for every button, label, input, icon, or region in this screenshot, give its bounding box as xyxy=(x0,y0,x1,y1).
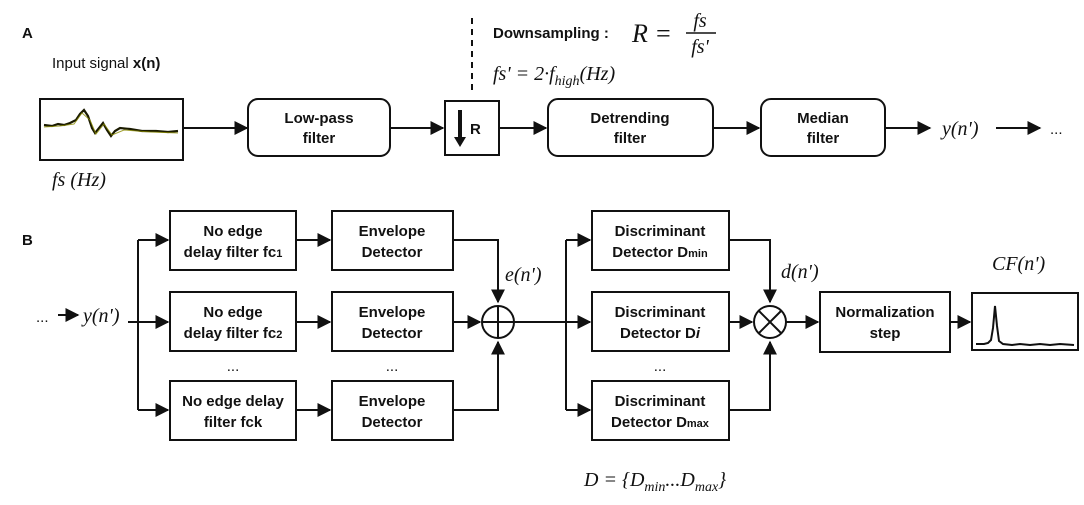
median-filter-box xyxy=(760,98,886,157)
input-ellipsis: ... xyxy=(36,309,49,326)
arrow-envk-to-sum xyxy=(453,340,505,411)
fs-hz-label: fs (Hz) xyxy=(52,169,106,191)
detrending-filter-box xyxy=(547,98,714,157)
down-arrow-head-icon xyxy=(454,137,466,147)
input-y-label: y(n') xyxy=(81,305,120,327)
disc-min-label-line2: Detector Dmin xyxy=(612,244,708,261)
input-signal-label: Input signal x(n) xyxy=(52,55,160,72)
envelope2-label-line1: Envelope xyxy=(359,304,426,321)
d-set-equation: D = {Dmin...Dmax} xyxy=(583,469,726,495)
disc-max-label-line2: Detector Dmax xyxy=(611,414,710,431)
summing-junction-icon xyxy=(481,305,515,339)
detrending-label-line1: Detrending xyxy=(590,110,669,127)
envelope2-label-line2: Detector xyxy=(362,325,423,342)
arrow-disc3-to-product xyxy=(729,340,777,411)
input-signal-thumbnail xyxy=(39,98,184,161)
panel-a-label: A xyxy=(22,25,33,42)
disc-max-box xyxy=(591,380,730,441)
downsample-box xyxy=(444,100,500,156)
envelope-ellipsis: ... xyxy=(386,358,399,375)
output-ellipsis: ... xyxy=(1050,121,1063,138)
normalization-box xyxy=(819,291,951,353)
median-label-line2: filter xyxy=(807,130,840,147)
lowpass-filter-box xyxy=(247,98,391,157)
filter-ellipsis: ... xyxy=(227,358,240,375)
product-junction-icon xyxy=(753,305,787,339)
normalization-label-line2: step xyxy=(870,325,901,342)
lowpass-label-line1: Low-pass xyxy=(284,110,353,127)
disc-i-box xyxy=(591,291,730,352)
cf-output-thumbnail xyxy=(971,292,1079,351)
envelope1-label-line2: Detector xyxy=(362,244,423,261)
downsampling-denominator: fs' xyxy=(691,36,709,58)
disc-min-label-line1: Discriminant xyxy=(615,223,706,240)
sum-e-label: e(n') xyxy=(505,264,542,286)
downsample-r-label: R xyxy=(470,121,481,138)
disc-i-label-line1: Discriminant xyxy=(615,304,706,321)
envelopek-box xyxy=(331,380,454,441)
downsampling-label: Downsampling : xyxy=(493,25,609,42)
disc-min-box xyxy=(591,210,730,271)
filterk-box xyxy=(169,380,297,441)
cf-label: CF(n') xyxy=(992,253,1045,275)
panel-b-label: B xyxy=(22,232,33,249)
filter2-box xyxy=(169,291,297,352)
arrow-disc1-to-product xyxy=(729,239,777,304)
filterk-label-line1: No edge delay xyxy=(182,393,284,410)
filter1-box xyxy=(169,210,297,271)
disc-i-label-line2: Detector Di xyxy=(620,325,701,342)
envelopek-label-line2: Detector xyxy=(362,414,423,431)
downsampling-numerator: fs xyxy=(693,10,707,32)
filter2-label-line1: No edge xyxy=(203,304,262,321)
arrow-env1-to-sum xyxy=(453,239,505,304)
product-d-label: d(n') xyxy=(781,261,819,283)
disc-ellipsis: ... xyxy=(654,358,667,375)
filter2-label-line2: delay filter fc2 xyxy=(184,325,283,342)
envelope1-box xyxy=(331,210,454,271)
lowpass-label-line2: filter xyxy=(303,130,336,147)
filterk-label-line2: filter fck xyxy=(204,414,263,431)
median-label-line1: Median xyxy=(797,110,849,127)
envelope1-label-line1: Envelope xyxy=(359,223,426,240)
output-y-label: y(n') xyxy=(940,118,979,140)
filter1-label-line2: delay filter fc1 xyxy=(184,244,283,261)
envelopek-label-line1: Envelope xyxy=(359,393,426,410)
disc-max-label-line1: Discriminant xyxy=(615,393,706,410)
fs-prime-equation: fs' = 2·fhigh(Hz) xyxy=(493,63,615,89)
downsampling-equation-lhs: R = xyxy=(631,19,672,48)
normalization-label-line1: Normalization xyxy=(835,304,934,321)
envelope2-box xyxy=(331,291,454,352)
detrending-label-line2: filter xyxy=(614,130,647,147)
filter1-label-line1: No edge xyxy=(203,223,262,240)
